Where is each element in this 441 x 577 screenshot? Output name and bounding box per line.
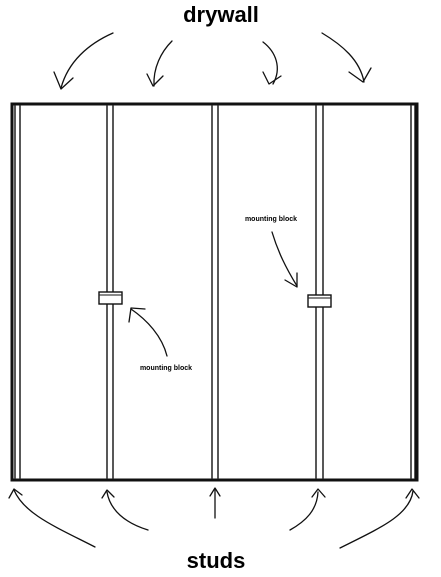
studs [14,105,416,479]
stud-1 [14,105,21,479]
stud-arrow-3-icon [209,487,221,519]
stud-4 [315,105,324,479]
stud-arrow-1-icon [8,488,96,548]
stud-5 [410,105,416,479]
mounting-block-left-label: mounting block [140,365,192,372]
stud-arrow-5-icon [339,488,420,549]
drywall-arrow-2-icon [146,40,173,87]
drywall-arrow-3-icon [262,41,282,85]
mounting-block-right-arrow-icon [271,231,298,288]
mounting-block-left-arrow-icon [128,307,168,357]
drywall-arrow-1-icon [53,32,114,90]
drywall-label: drywall [183,2,259,27]
stud-arrow-2-icon [101,489,149,531]
drywall-panel [10,102,419,482]
mounting-block-left-icon [98,291,123,305]
stud-arrow-4-icon [289,488,326,531]
drywall-arrows [53,32,372,90]
stud-3 [211,105,219,479]
mounting-block-right-icon [307,294,332,308]
mounting-block-right-label: mounting block [245,216,297,223]
studs-label: studs [187,548,246,573]
drywall-arrow-4-icon [321,32,372,83]
stud-arrows [8,487,420,549]
